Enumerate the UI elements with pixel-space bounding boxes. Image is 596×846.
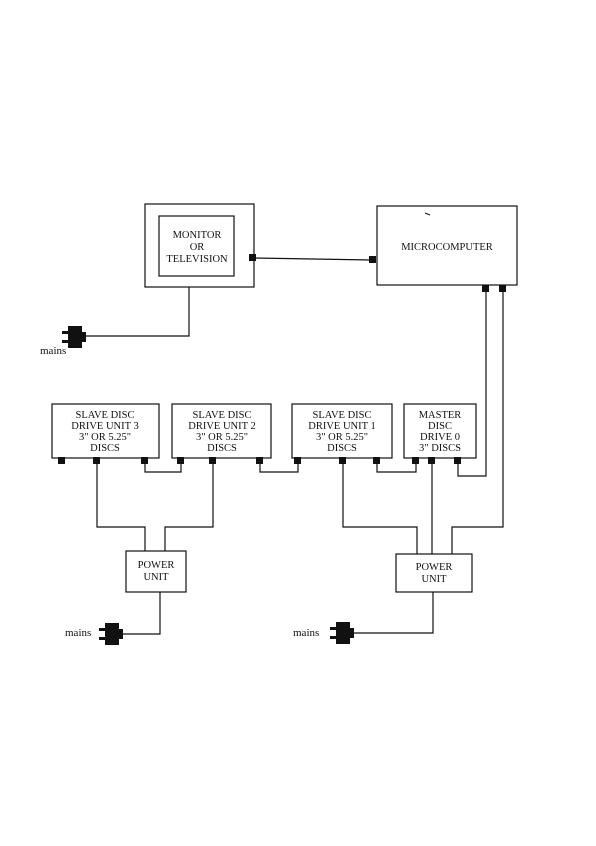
wire-micro-power — [451, 290, 504, 554]
master-drive-line-2: DISC — [428, 421, 452, 432]
monitor-unit: MONITOR OR TELEVISION — [144, 203, 256, 288]
slave-drive-2-box — [171, 403, 272, 459]
slave-disc-drive-3: SLAVE DISC DRIVE UNIT 3 3" OR 5.25" DISC… — [51, 403, 160, 464]
slave-drive-1-line-1: SLAVE DISC — [312, 410, 371, 421]
power-unit-right-line-2: UNIT — [421, 574, 447, 585]
power-unit-left: POWER UNIT — [125, 550, 187, 593]
power-unit-left-line-2: UNIT — [143, 572, 169, 583]
master-disc-drive-0: MASTER DISC DRIVE 0 3" DISCS — [403, 403, 477, 464]
slave-drive-2-line-1: SLAVE DISC — [192, 410, 251, 421]
port-connector-icon — [177, 457, 184, 464]
power-unit-left-box — [125, 550, 187, 593]
master-drive-line-3: DRIVE 0 — [420, 432, 460, 443]
microcomputer-unit: MICROCOMPUTER — [369, 205, 518, 292]
wire-monitor-micro — [253, 257, 373, 261]
slave-drive-1-box — [291, 403, 393, 459]
slave-drive-3-line-2: DRIVE UNIT 3 — [71, 421, 138, 432]
mains-plug-icon — [99, 623, 123, 645]
slave-disc-drive-2: SLAVE DISC DRIVE UNIT 2 3" OR 5.25" DISC… — [171, 403, 272, 464]
port-connector-icon — [256, 457, 263, 464]
slave-drive-3-line-4: DISCS — [90, 443, 120, 454]
port-connector-icon — [499, 285, 506, 292]
wire-slave1-master — [376, 460, 417, 473]
power-unit-left-line-1: POWER — [138, 560, 175, 571]
slave-drive-2-line-3: 3" OR 5.25" — [196, 432, 248, 443]
microcomputer-mark — [424, 212, 431, 216]
port-connector-icon — [294, 457, 301, 464]
wire-left-power-mains — [122, 592, 161, 635]
power-unit-right-line-1: POWER — [416, 562, 453, 573]
microcomputer-box — [376, 205, 518, 286]
port-connector-icon — [428, 457, 435, 464]
slave-drive-3-line-1: SLAVE DISC — [75, 410, 134, 421]
wire-slave3-power — [96, 460, 146, 551]
wire-monitor-mains — [85, 287, 190, 337]
mains-label-bottom-right: mains — [293, 627, 319, 639]
port-connector-icon — [249, 254, 256, 261]
slave-drive-2-line-2: DRIVE UNIT 2 — [188, 421, 255, 432]
wire-slave2-power — [164, 460, 214, 551]
slave-drive-2-line-4: DISCS — [207, 443, 237, 454]
slave-drive-1-line-3: 3" OR 5.25" — [316, 432, 368, 443]
port-connector-icon — [93, 457, 100, 464]
microcomputer-label: MICROCOMPUTER — [401, 242, 493, 253]
port-connector-icon — [412, 457, 419, 464]
port-connector-icon — [454, 457, 461, 464]
monitor-label-line-1: MONITOR — [173, 230, 222, 241]
port-connector-icon — [141, 457, 148, 464]
port-connector-icon — [373, 457, 380, 464]
power-unit-right: POWER UNIT — [395, 553, 473, 593]
port-connector-icon — [482, 285, 489, 292]
monitor-label-line-3: TELEVISION — [166, 254, 228, 265]
wires — [85, 257, 504, 635]
slave-drive-3-box — [51, 403, 160, 459]
mains-plug-icon — [330, 622, 354, 644]
mains-label-top: mains — [40, 345, 66, 357]
port-connector-icon — [369, 256, 376, 263]
port-connector-icon — [58, 457, 65, 464]
port-connector-icon — [339, 457, 346, 464]
master-drive-box — [403, 403, 477, 459]
master-drive-line-4: 3" DISCS — [419, 443, 461, 454]
monitor-label-line-2: OR — [190, 242, 205, 253]
master-drive-line-1: MASTER — [419, 410, 462, 421]
power-unit-right-box — [395, 553, 473, 593]
wire-slave1-power — [342, 460, 418, 554]
slave-drive-3-line-3: 3" OR 5.25" — [79, 432, 131, 443]
monitor-screen — [158, 215, 235, 277]
mains-plug-icon — [62, 326, 86, 348]
slave-drive-1-line-4: DISCS — [327, 443, 357, 454]
wire-slave2-slave1 — [259, 460, 299, 473]
slave-disc-drive-1: SLAVE DISC DRIVE UNIT 1 3" OR 5.25" DISC… — [291, 403, 393, 464]
wire-micro-master — [457, 290, 487, 477]
wire-right-power-mains — [352, 592, 434, 634]
slave-drive-1-line-2: DRIVE UNIT 1 — [308, 421, 375, 432]
mains-label-bottom-left: mains — [65, 627, 91, 639]
port-connector-icon — [209, 457, 216, 464]
wire-slave3-slave2 — [144, 460, 182, 473]
